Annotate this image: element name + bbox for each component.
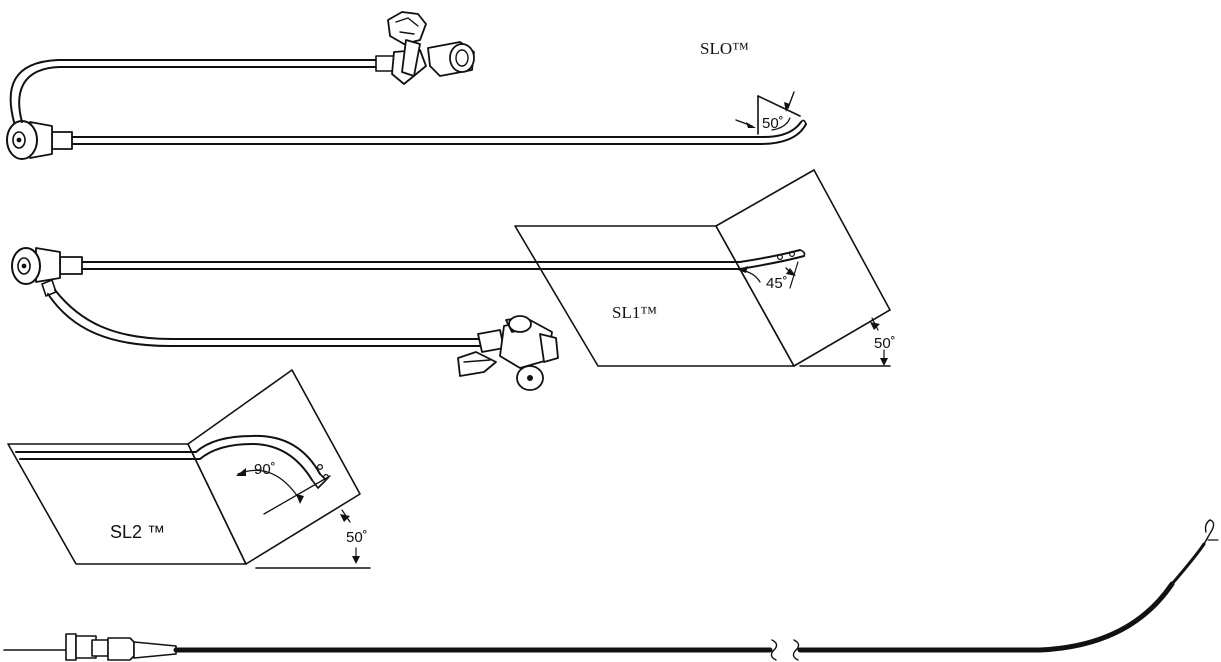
sl2-catheter: 90˚ 50˚ SL2 ™: [7, 369, 371, 569]
sl1-tip-angle-label: 45˚: [766, 275, 788, 292]
dilator: [3, 519, 1219, 661]
dilator-hub: [3, 633, 177, 661]
sl1-tip-angle: 45˚: [738, 261, 799, 292]
sl2-tip-angle: 90˚: [236, 461, 331, 515]
sl1-catheter: 45˚ 50˚ SL1™: [11, 169, 896, 391]
sl1-plane-angle: 50˚: [799, 317, 896, 367]
slo-shaft: [69, 119, 807, 145]
slo-hub: [6, 120, 73, 160]
sl2-plane-angle: 50˚: [255, 509, 371, 569]
slo-angle-label: 50˚: [762, 115, 784, 132]
slo-catheter: 50˚ SLO™: [6, 11, 807, 160]
sl1-hub: [11, 247, 83, 285]
sl2-plane-angle-label: 50˚: [346, 529, 368, 546]
sl2-label: SL2 ™: [110, 522, 165, 542]
sl1-shaft: [81, 249, 806, 270]
slo-tip-angle: 50˚: [735, 91, 801, 135]
sl2-plane: [7, 369, 361, 565]
dilator-tip: [1170, 519, 1219, 586]
slo-label: SLO™: [700, 39, 749, 58]
sl1-side-tube: [41, 279, 481, 347]
slo-stopcock: [375, 11, 475, 85]
sl1-plane-angle-label: 50˚: [874, 335, 896, 352]
slo-side-tube: [9, 59, 381, 123]
sl1-stopcock: [457, 315, 559, 391]
dilator-shaft: [173, 581, 1175, 661]
sl2-tip-angle-label: 90˚: [254, 461, 276, 478]
sl1-label: SL1™: [612, 303, 657, 322]
